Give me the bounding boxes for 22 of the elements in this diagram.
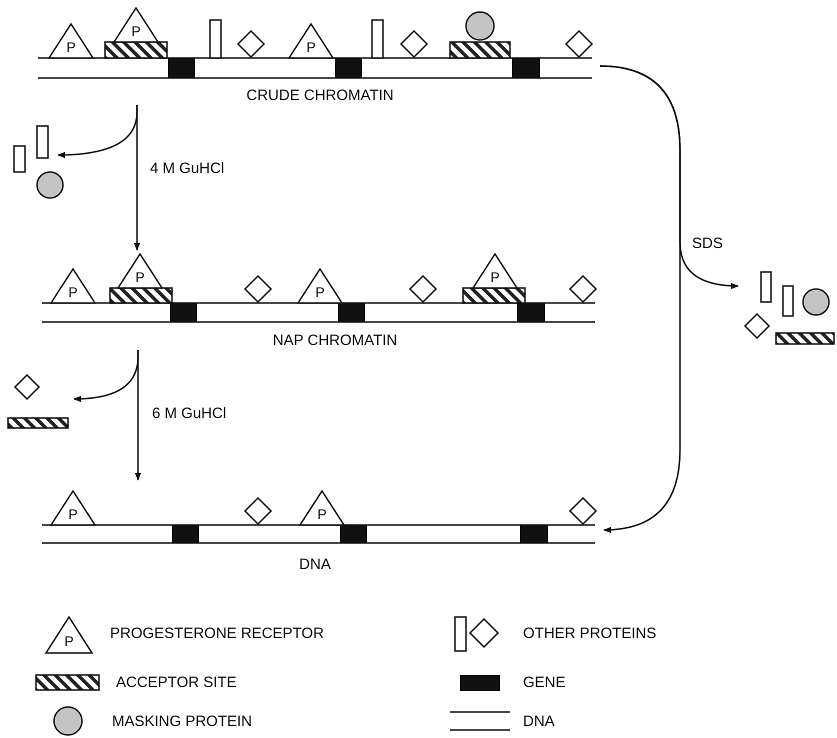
receptor-letter: P bbox=[68, 285, 78, 299]
receptor-letter: P bbox=[306, 40, 316, 54]
legend-text: DNA bbox=[523, 714, 555, 729]
legend-text: PROGESTERONE RECEPTOR bbox=[110, 626, 324, 641]
receptor-letter: P bbox=[64, 634, 74, 648]
strand-label: DNA bbox=[299, 557, 331, 572]
receptor-letter: P bbox=[315, 285, 325, 299]
legend-text: MASKING PROTEIN bbox=[112, 714, 252, 729]
arrow bbox=[600, 65, 739, 289]
receptor-letter: P bbox=[131, 24, 141, 38]
legend-text: ACCEPTOR SITE bbox=[116, 675, 237, 690]
strand-label: CRUDE CHROMATIN bbox=[246, 88, 394, 103]
receptor-letter: P bbox=[66, 40, 76, 54]
receptor-letter: P bbox=[490, 270, 500, 284]
arrow bbox=[73, 350, 139, 402]
receptor-letter: P bbox=[135, 270, 145, 284]
receptor-letter: P bbox=[68, 507, 78, 521]
strand-label: NAP CHROMATIN bbox=[272, 333, 398, 348]
arrow bbox=[57, 105, 138, 158]
legend-text: GENE bbox=[523, 675, 566, 690]
legend-text: OTHER PROTEINS bbox=[523, 626, 656, 641]
receptor-letter: P bbox=[317, 507, 327, 521]
